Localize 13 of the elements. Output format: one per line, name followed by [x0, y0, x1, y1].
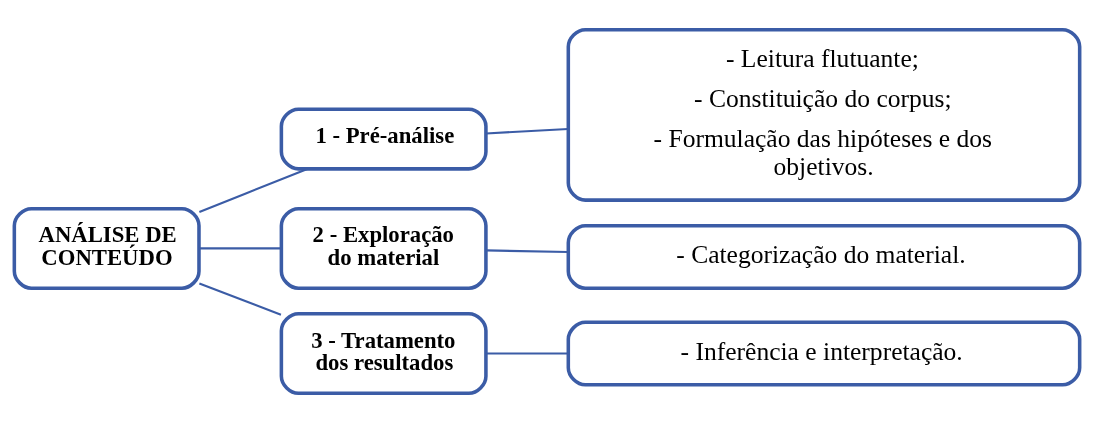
node-box: - Inferência e interpretação.	[566, 320, 1082, 387]
node-box: - Leitura flutuante; - Constituição do corpus; - Formulação das hipóteses e dos objetivos.	[566, 27, 1082, 202]
node-box: 3 - Tratamento dos resultados	[279, 312, 488, 396]
connector	[486, 352, 569, 355]
node-box: ANÁLISE DE CONTEÚDO	[12, 206, 201, 290]
connector	[198, 167, 308, 213]
node-box: 2 - Exploração do material	[279, 206, 488, 290]
node-box: - Categorização do material.	[566, 223, 1082, 290]
connector	[485, 249, 569, 254]
connector	[199, 247, 281, 250]
node-box: 1 - Pré-análise	[279, 107, 488, 171]
connector	[485, 127, 569, 135]
connector	[199, 282, 282, 316]
